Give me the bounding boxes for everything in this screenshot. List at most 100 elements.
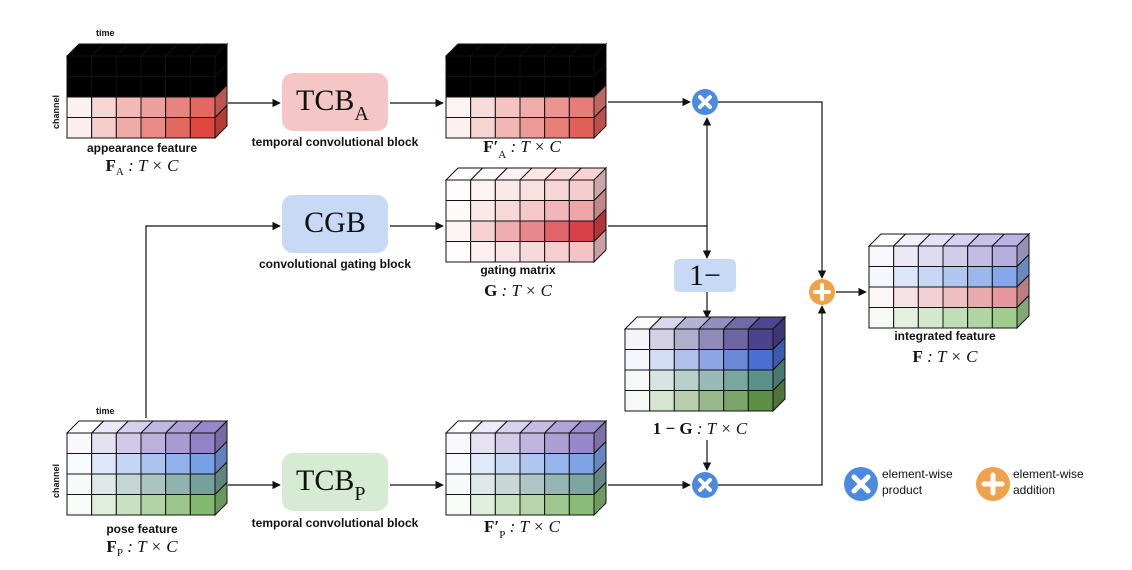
tensor-cell [66, 432, 93, 454]
tensor-cell [445, 179, 472, 201]
tensor-cell [189, 453, 216, 475]
tensor-cell [494, 76, 521, 98]
tensor-cell [568, 220, 595, 242]
tensor-cell [568, 96, 595, 118]
tensor-cell [967, 266, 993, 288]
tensor-cell [568, 117, 595, 139]
tensor-cell [568, 432, 595, 454]
tensor-cell [115, 494, 142, 516]
tensor-cell [868, 307, 895, 329]
tensor-cell [66, 96, 93, 118]
tensor-cell [624, 328, 651, 350]
tensor-cell [568, 55, 595, 77]
tensor-cell [470, 117, 496, 139]
tensor-cell [624, 369, 651, 391]
tensor-cell [698, 390, 725, 412]
tensor-cell [519, 55, 546, 77]
tensor-cell [649, 390, 675, 412]
tensor-cell [544, 117, 570, 139]
tensor-cell [494, 432, 521, 454]
tensor-cell [91, 117, 117, 139]
tensor-cell [673, 390, 700, 412]
tensor-cell [91, 432, 117, 454]
tensor-cell [544, 494, 570, 516]
tensor-cell [140, 76, 167, 98]
connectors [145, 97, 867, 490]
tensor-cell [942, 286, 969, 308]
tensor-cell [494, 453, 521, 475]
tensor-cell [544, 453, 570, 475]
channel-axis-label-top: channel [51, 95, 61, 129]
tensor-cell [165, 494, 191, 516]
tensor-cell [544, 473, 570, 495]
tensor-cell [115, 96, 142, 118]
addition-operator [809, 279, 835, 305]
tensor-cell [115, 432, 142, 454]
tensor-cell [115, 453, 142, 475]
product-operator-top [692, 89, 718, 115]
tensor-cell [494, 55, 521, 77]
tensor-cell [519, 220, 546, 242]
tcb-a-block: TCBA [282, 73, 388, 131]
cgb-block: CGB [282, 195, 388, 253]
tensor-cell [942, 307, 969, 329]
legend-addition-line1: element-wise [1013, 467, 1084, 481]
tensor-cell [445, 76, 472, 98]
edge-product-top-to-add [718, 101, 827, 279]
tensor-cell [624, 349, 651, 371]
tensor-cell [942, 245, 969, 267]
tensor-cell [445, 220, 472, 242]
tensor-cell [189, 76, 216, 98]
tensor-cell [519, 432, 546, 454]
tensor-cell [165, 117, 191, 139]
tensor-cell [165, 55, 191, 77]
tensor-cell [140, 432, 167, 454]
edge-pose-to-cgb [145, 221, 281, 418]
tensor-cell [470, 473, 496, 495]
tensor-cell [991, 245, 1018, 267]
one-minus-text: 1− [689, 259, 721, 292]
tensor-cell [568, 179, 595, 201]
tensor-cell [544, 220, 570, 242]
fp-prime-grid [444, 419, 608, 517]
tensor-cell [568, 76, 595, 98]
tensor-cell [140, 453, 167, 475]
time-axis-label-top: time [96, 28, 115, 38]
tensor-cell [917, 307, 944, 329]
tensor-cell [673, 369, 700, 391]
tensor-cell [519, 117, 546, 139]
tensor-cell [165, 473, 191, 495]
tensor-cell [544, 200, 570, 222]
integrated-feature-math: F : T × C [912, 347, 978, 366]
tensor-cell [115, 76, 142, 98]
legend-addition-icon [976, 467, 1010, 501]
tensor-cell [544, 241, 570, 263]
tensor-cell [140, 117, 167, 139]
tensor-cell [991, 266, 1018, 288]
tensor-cell [66, 55, 93, 77]
fp-prime-math: F′P : T × C [484, 517, 561, 541]
tensor-cell [66, 117, 93, 139]
tensor-cell [140, 55, 167, 77]
integrated-feature-label: integrated feature [894, 329, 996, 343]
tensor-cell [868, 266, 895, 288]
tensor-cell [470, 76, 496, 98]
tensor-cell [165, 453, 191, 475]
one-minus-block: 1− [674, 259, 736, 292]
tensor-cell [494, 179, 521, 201]
tensor-cell [445, 494, 472, 516]
appearance-feature-math: FA : T × C [106, 156, 180, 178]
tensor-cell [747, 369, 774, 391]
tensor-cell [568, 200, 595, 222]
tensor-cell [544, 432, 570, 454]
tensor-cell [868, 245, 895, 267]
tensor-cell [91, 96, 117, 118]
tensor-cell [189, 473, 216, 495]
fa-prime-math: F′A : T × C [483, 137, 561, 161]
legend-addition-line2: addition [1013, 483, 1055, 497]
tcb-a-caption: temporal convolutional block [252, 135, 419, 149]
tensor-cell [140, 494, 167, 516]
tensor-cell [445, 200, 472, 222]
appearance-feature-label: appearance feature [87, 141, 197, 155]
tensor-cell [470, 453, 496, 475]
